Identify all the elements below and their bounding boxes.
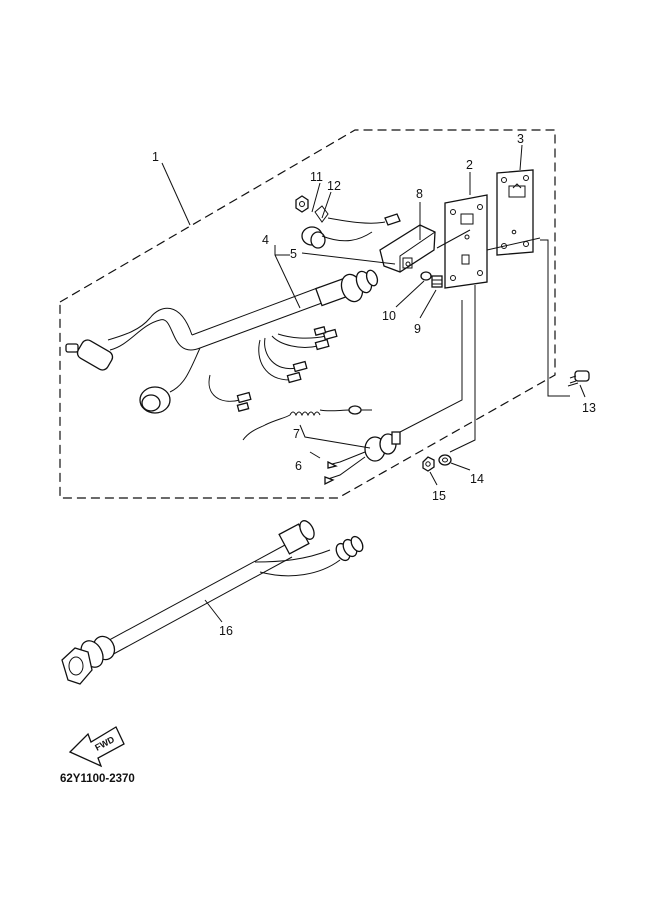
label-part-5: 5 [290, 247, 297, 261]
label-part-6: 6 [295, 459, 302, 473]
label-part-11: 11 [310, 170, 323, 184]
part-4-harness [65, 269, 379, 414]
assembly-boundary [59, 129, 556, 499]
part-7-spring [242, 405, 372, 441]
label-part-9: 9 [414, 322, 421, 336]
label-part-7: 7 [293, 427, 300, 441]
part-8-bracket [379, 224, 436, 273]
label-part-2: 2 [466, 158, 473, 172]
label-part-12: 12 [327, 179, 341, 193]
label-part-4: 4 [262, 233, 269, 247]
part-11-nut [295, 195, 309, 213]
part-9-bolt [431, 275, 443, 288]
forward-direction-arrow: FWD [68, 726, 125, 768]
part-16-extension-harness [61, 520, 364, 685]
part-5-grommet [340, 269, 379, 303]
label-part-13: 13 [582, 401, 596, 415]
part-10-washer [420, 271, 432, 281]
label-part-8: 8 [416, 187, 423, 201]
label-part-14: 14 [470, 472, 484, 486]
part-3-plate [496, 169, 534, 256]
part-6-connector [324, 431, 401, 486]
part-13-screw [567, 370, 590, 387]
part-15-nut [422, 456, 435, 472]
part-12-switch [301, 205, 401, 249]
label-part-16: 16 [219, 624, 233, 638]
label-part-15: 15 [432, 489, 446, 503]
part-2-plate [444, 194, 488, 289]
label-part-1: 1 [152, 150, 159, 164]
drawing-code: 62Y1100-2370 [60, 773, 135, 785]
label-part-10: 10 [382, 309, 396, 323]
label-part-3: 3 [517, 132, 524, 146]
part-14-washer [438, 454, 452, 466]
